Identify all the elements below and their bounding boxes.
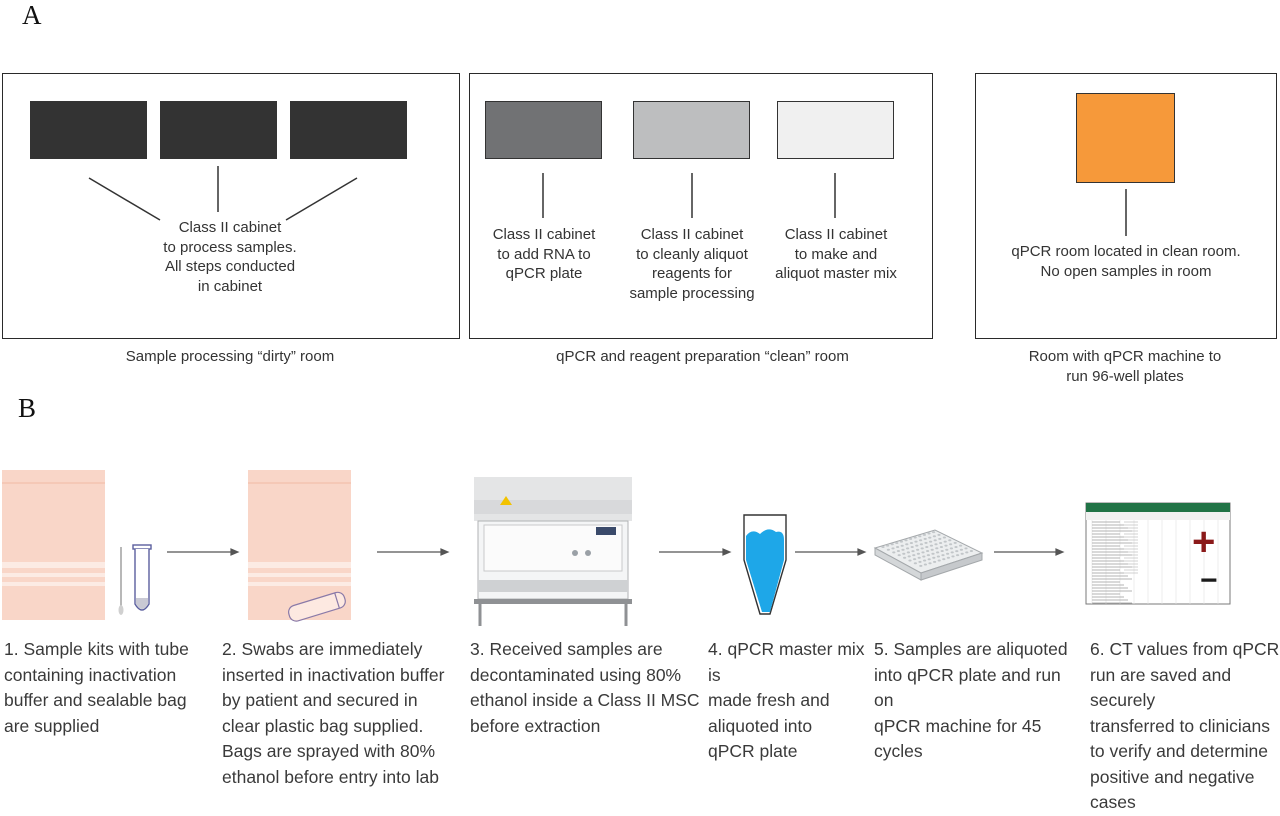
qpcr-machine: [1076, 93, 1175, 183]
clean-room-caption: qPCR and reagent preparation “clean” roo…: [556, 348, 849, 365]
sample-tube-icon: [132, 544, 152, 611]
clean-cabinet-master-mix-label: Class II cabinet to make and aliquot mas…: [775, 226, 897, 282]
negative-result-sign: −: [1200, 564, 1218, 597]
positive-result-sign: +: [1192, 520, 1216, 564]
clean-cabinet-rna: [485, 101, 602, 159]
dirty-room-caption: Sample processing “dirty” room: [125, 348, 335, 365]
dirty-cabinet-2: [160, 101, 277, 159]
biosafety-cabinet-icon: [474, 477, 632, 626]
clean-cabinet-reagents: [633, 101, 750, 159]
step-5-text: 5. Samples are aliquoted into qPCR plate…: [874, 639, 1068, 761]
qpcr-room-caption: Room with qPCR machine to run 96-well pl…: [1028, 348, 1222, 385]
clean-cabinet-rna-label: Class II cabinet to add RNA to qPCR plat…: [492, 226, 596, 282]
spreadsheet-results-icon: [1085, 502, 1231, 605]
step-2-text: 2. Swabs are immediately inserted in ina…: [222, 639, 445, 787]
dirty-cabinet-label: Class II cabinet to process samples. All…: [163, 219, 297, 295]
step-6-text: 6. CT values from qPCR run are saved and…: [1090, 639, 1280, 812]
sealable-bag-icon: [2, 470, 105, 620]
clean-cabinet-reagents-label: Class II cabinet to cleanly aliquot reag…: [629, 226, 755, 302]
panel-a-label: A: [22, 0, 42, 30]
panel-b-label: B: [18, 393, 37, 423]
process-arrows: [167, 548, 1065, 556]
clean-cabinet-master-mix: [777, 101, 894, 159]
96-well-plate-icon: [873, 529, 984, 581]
qpcr-room-label: qPCR room located in clean room. No open…: [1011, 243, 1241, 280]
swab-icon: [118, 547, 124, 615]
step-3-text: 3. Received samples are decontaminated u…: [470, 639, 700, 736]
bag-with-sealed-tube-icon: [248, 470, 351, 622]
step-1-text: 1. Sample kits with tube containing inac…: [4, 639, 189, 736]
dirty-cabinet-1: [30, 101, 147, 159]
master-mix-tube-icon: [743, 514, 787, 615]
dirty-cabinet-3: [290, 101, 407, 159]
step-4-text: 4. qPCR master mix is made fresh and ali…: [708, 639, 865, 761]
